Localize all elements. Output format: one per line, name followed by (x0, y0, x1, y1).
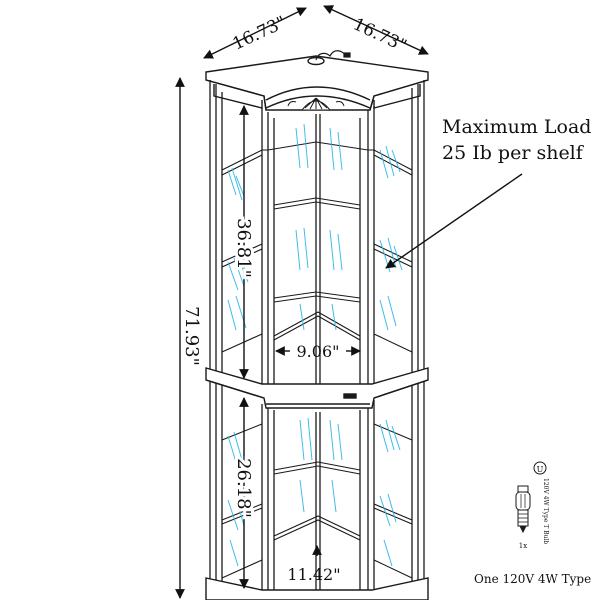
bulb-badge: U (533, 461, 547, 475)
middle-molding (205, 367, 429, 409)
dim-shelf-upper: 9.06" (297, 342, 340, 361)
dim-top-right: 16.73" (350, 14, 410, 56)
bulb-count: 1x (519, 542, 527, 550)
dim-shelf-lower: 11.42" (287, 565, 340, 584)
dim-overall-height: 71.93" (181, 306, 202, 366)
dim-upper-height: 36.81" (233, 218, 254, 278)
crest-ornament-icon (287, 97, 345, 111)
bulb-badge-text: U (537, 465, 544, 474)
bulb-caption: One 120V 4W Type (474, 572, 592, 586)
bulb-label: 120V 4W Type T Bulb (542, 478, 549, 544)
cabinet-top (205, 55, 429, 111)
max-load-note: Maximum Load 25 Ib per shelf (442, 114, 591, 166)
max-load-line2: 25 Ib per shelf (442, 142, 583, 164)
dimension-lines (175, 5, 523, 599)
dim-lower-height: 26.18" (233, 458, 254, 518)
dim-top-left: 16.73" (230, 13, 290, 55)
max-load-line1: Maximum Load (442, 116, 592, 138)
bulb-icon (515, 485, 531, 534)
